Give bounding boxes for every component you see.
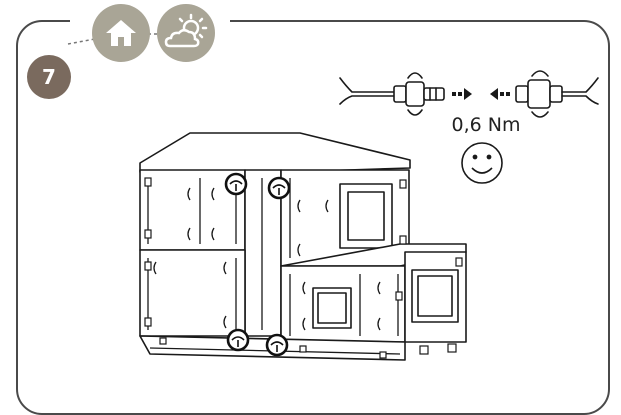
module-lower-left — [139, 249, 246, 337]
weather-sun-cloud-icon — [157, 4, 215, 62]
home-icon — [92, 4, 150, 62]
push-arrows — [452, 88, 510, 100]
step-number-badge: 7 — [27, 55, 71, 99]
unit-top — [139, 132, 411, 173]
right-rotate-arrow — [531, 70, 549, 77]
left-rotate-arrow — [407, 72, 423, 79]
instruction-panel: 7 — [16, 4, 610, 415]
connector-illustration — [339, 70, 599, 184]
left-cable — [339, 77, 395, 93]
torque-label: 0,6 Nm — [451, 114, 521, 136]
smiley-face-icon — [461, 142, 503, 184]
header-connector — [67, 33, 162, 45]
air-handling-unit-illustration — [139, 132, 467, 361]
right-cable — [561, 77, 599, 93]
